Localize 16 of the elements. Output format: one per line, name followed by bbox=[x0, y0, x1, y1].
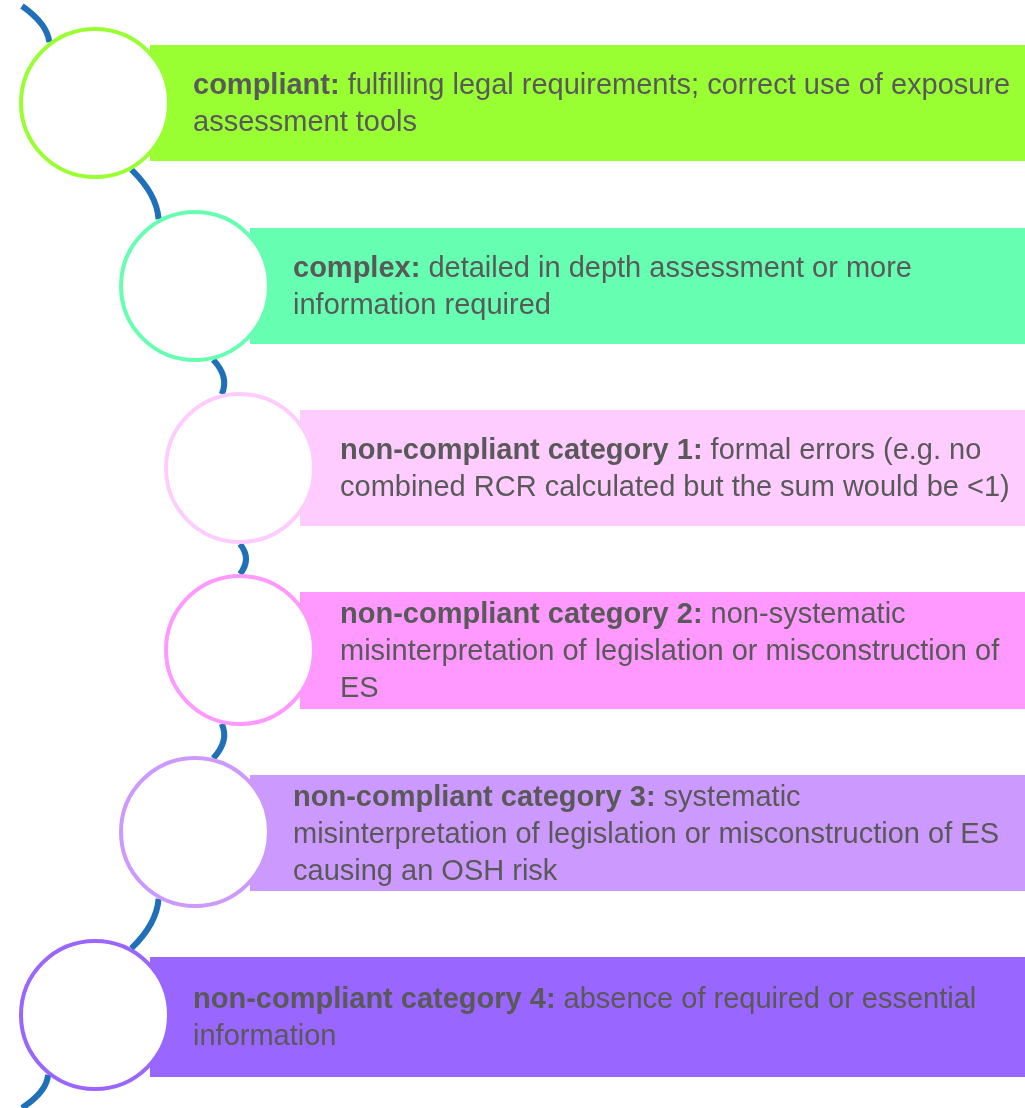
connector-line bbox=[129, 167, 162, 220]
category-band bbox=[300, 410, 1025, 526]
category-description: non-compliant category 2: non-systematic misinterpretation of legislation or misconstruction of ES bbox=[340, 596, 1001, 705]
category-description: non-compliant category 3: systematic misinterpretation of legislation or misconstruction of ES causing an OSH risk bbox=[293, 778, 1000, 888]
category-description: compliant: fulfilling legal requirements; correct use of exposure assessment tools bbox=[193, 67, 1012, 139]
category-band bbox=[150, 45, 1025, 161]
connector-line bbox=[20, 3, 53, 43]
connector-line bbox=[20, 1074, 52, 1108]
connector-line bbox=[237, 542, 249, 576]
category-description: complex: detailed in depth assessment or more information required bbox=[293, 250, 913, 322]
category-band bbox=[150, 957, 1025, 1077]
category-band bbox=[250, 228, 1025, 344]
category-description: non-compliant category 4: absence of required or essential information bbox=[193, 981, 978, 1053]
category-description: non-compliant category 1: formal errors (e.g. no combined RCR calculated but the sum would be <1) bbox=[340, 432, 1011, 504]
category-band bbox=[300, 592, 1025, 709]
connector-line bbox=[129, 898, 162, 951]
